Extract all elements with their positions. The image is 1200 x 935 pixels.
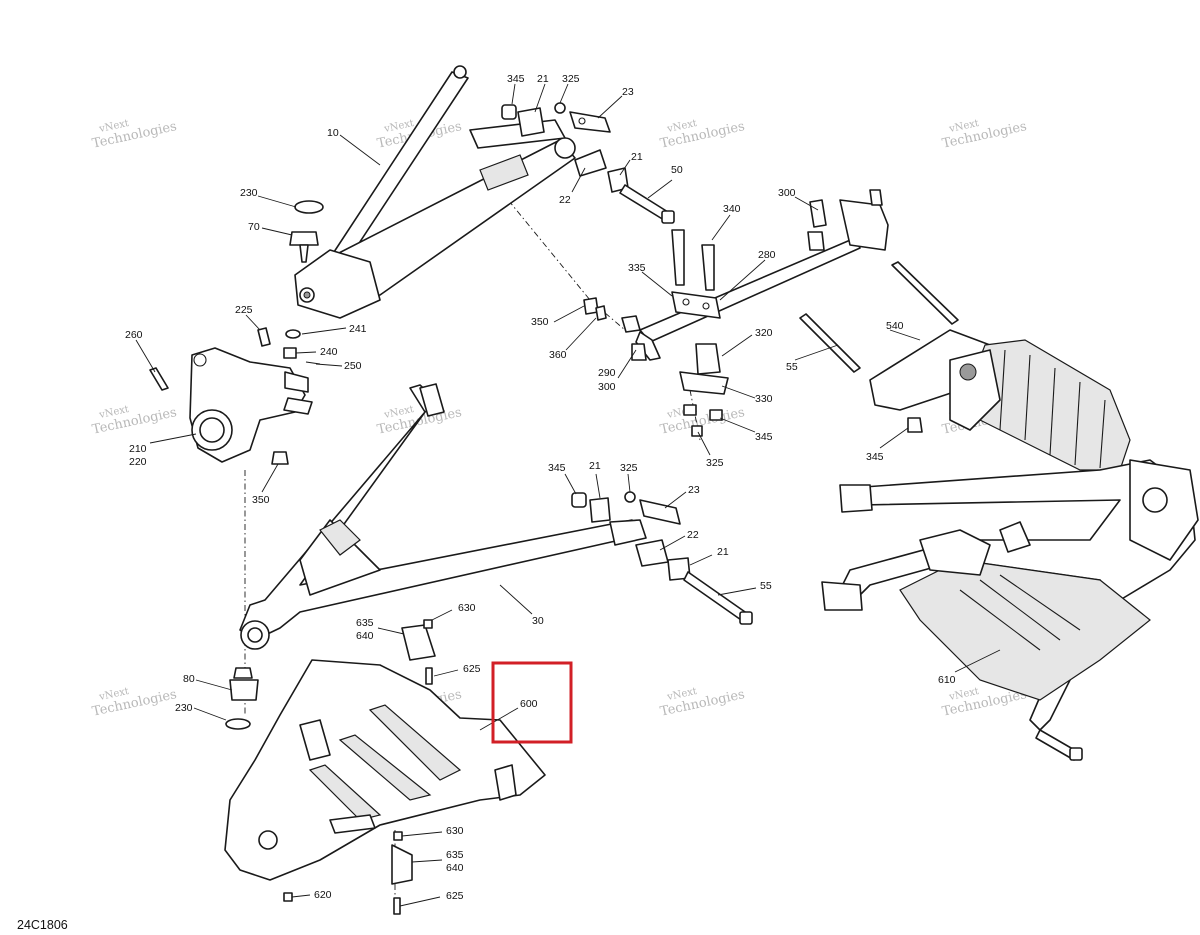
callout-325: 325 [562, 73, 580, 85]
callout-360: 360 [549, 349, 567, 361]
watermark: vNext Technologies [91, 118, 178, 152]
callout-350: 350 [531, 316, 549, 328]
callout-50: 50 [671, 164, 683, 176]
callout-22: 22 [559, 194, 571, 206]
callout-220: 220 [129, 456, 147, 468]
callout-260: 260 [125, 329, 143, 341]
skid-plate-hardware [283, 619, 436, 915]
callout-320: 320 [755, 327, 773, 339]
callout-345: 345 [548, 462, 566, 474]
callout-300: 300 [778, 187, 796, 199]
callout-635: 635 [356, 617, 374, 629]
callout-21: 21 [589, 460, 601, 472]
callout-23: 23 [622, 86, 634, 98]
assembled-view [821, 459, 1199, 761]
watermark: vNext Technologies [91, 404, 178, 438]
shock-absorber [799, 261, 1131, 471]
watermark: vNext Technologies [659, 118, 746, 152]
callout-230: 230 [175, 702, 193, 714]
knuckle [149, 327, 321, 465]
callout-625: 625 [446, 890, 464, 902]
callout-345: 345 [866, 451, 884, 463]
callouts: 345 21 325 23 10 21 22 50 230 70 300 340… [125, 73, 956, 902]
leader-lines [135, 83, 1001, 907]
callout-210: 210 [129, 443, 147, 455]
callout-300: 300 [598, 381, 616, 393]
callout-21: 21 [717, 546, 729, 558]
callout-340: 340 [723, 203, 741, 215]
callout-330: 330 [755, 393, 773, 405]
watermark: vNext Technologies [91, 686, 178, 720]
callout-241: 241 [349, 323, 367, 335]
callout-610: 610 [938, 674, 956, 686]
callout-350: 350 [252, 494, 270, 506]
callout-635: 635 [446, 849, 464, 861]
callout-55: 55 [760, 580, 772, 592]
callout-625: 625 [463, 663, 481, 675]
callout-10: 10 [327, 127, 339, 139]
callout-23: 23 [688, 484, 700, 496]
upper-arm-hardware [289, 102, 675, 263]
callout-80: 80 [183, 673, 195, 685]
upper-a-arm [294, 65, 576, 319]
callout-640: 640 [356, 630, 374, 642]
lower-arm-hardware [225, 491, 753, 730]
callout-600: 600 [520, 698, 538, 710]
callout-22: 22 [687, 529, 699, 541]
callout-21: 21 [537, 73, 549, 85]
callout-345: 345 [507, 73, 525, 85]
watermark: vNext Technologies [941, 118, 1028, 152]
skid-plate [224, 659, 546, 881]
watermark: vNext Technologies [659, 686, 746, 720]
callout-325: 325 [620, 462, 638, 474]
callout-640: 640 [446, 862, 464, 874]
callout-630: 630 [458, 602, 476, 614]
callout-30: 30 [532, 615, 544, 627]
diagram-code: 24C1806 [17, 918, 68, 932]
callout-250: 250 [344, 360, 362, 372]
callout-630: 630 [446, 825, 464, 837]
lower-a-arm [239, 383, 647, 650]
callout-55: 55 [786, 361, 798, 373]
callout-345: 345 [755, 431, 773, 443]
callout-540: 540 [886, 320, 904, 332]
callout-280: 280 [758, 249, 776, 261]
callout-325: 325 [706, 457, 724, 469]
callout-230: 230 [240, 187, 258, 199]
callout-240: 240 [320, 346, 338, 358]
callout-225: 225 [235, 304, 253, 316]
callout-290: 290 [598, 367, 616, 379]
callout-335: 335 [628, 262, 646, 274]
callout-620: 620 [314, 889, 332, 901]
stabilizer-bar [583, 189, 889, 437]
callout-21: 21 [631, 151, 643, 163]
highlight-box [491, 661, 573, 744]
callout-70: 70 [248, 221, 260, 233]
